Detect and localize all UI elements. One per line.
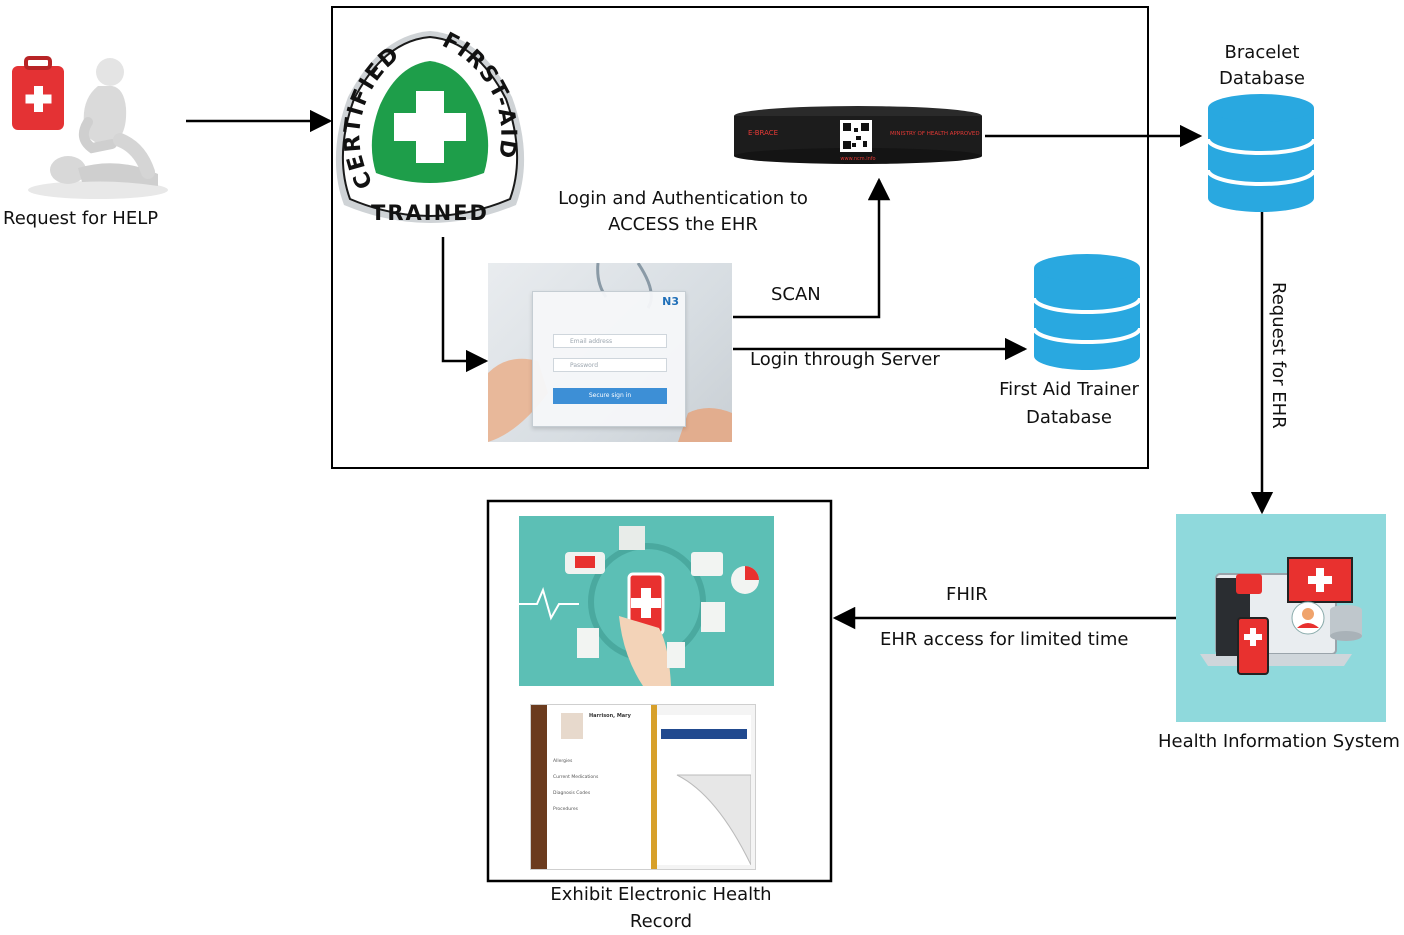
label-login-server: Login through Server — [750, 349, 940, 370]
label-trainer-db-line1: First Aid Trainer — [999, 379, 1139, 400]
record-header-bar — [661, 729, 747, 739]
trainer-database-icon — [1032, 254, 1142, 370]
email-field[interactable]: Email address — [553, 334, 667, 348]
arrow-badge-to-login — [441, 237, 489, 373]
ehr-tablet-screenshot: Harrison, Mary Allergies Current Medicat… — [530, 704, 756, 870]
label-trainer-db-line2: Database — [1026, 407, 1112, 428]
label-his: Health Information System — [1158, 731, 1400, 752]
his-illustration — [1176, 514, 1386, 722]
label-request-ehr: Request for EHR — [1268, 282, 1289, 429]
login-panel: N3 Email address Password Secure sign in — [532, 291, 686, 427]
bracelet-url-text: www.ncm.info — [840, 156, 875, 162]
label-fhir: FHIR — [946, 584, 988, 605]
system-frame — [331, 6, 1149, 469]
secure-sign-in-button[interactable]: Secure sign in — [553, 388, 667, 404]
label-login-auth: Login and Authentication to ACCESS the E… — [555, 186, 811, 238]
bracelet-approval-text: MINISTRY OF HEALTH APPROVED — [890, 131, 980, 137]
section-procedures: Procedures — [553, 807, 578, 812]
ehr-display-frame — [486, 499, 833, 883]
label-login-auth-line1: Login and Authentication to — [558, 188, 808, 209]
first-aid-responder-illustration — [12, 56, 168, 199]
label-bracelet-db-line2: Database — [1219, 68, 1305, 89]
label-scan: SCAN — [771, 284, 821, 305]
label-exhibit-ehr: Exhibit Electronic Health Record — [520, 881, 802, 935]
label-bracelet-db: Bracelet Database — [1200, 40, 1324, 92]
mobile-health-illustration — [519, 516, 774, 686]
bracelet-database-icon — [1206, 94, 1316, 212]
label-ehr-access: EHR access for limited time — [880, 629, 1129, 650]
hands-illustration — [488, 263, 732, 442]
label-bracelet-db-line1: Bracelet — [1224, 42, 1300, 63]
section-diagnosis: Diagnosis Codes — [553, 791, 591, 796]
arrow-scan-to-bracelet — [733, 177, 891, 319]
badge-trained-text: TRAINED — [371, 201, 489, 225]
section-medications: Current Medications — [553, 775, 599, 780]
patient-photo — [561, 713, 583, 739]
patient-name: Harrison, Mary — [589, 713, 631, 719]
label-login-auth-line2: ACCESS the EHR — [608, 214, 758, 235]
login-screen-photo: N3 Email address Password Secure sign in — [488, 263, 732, 442]
label-exhibit-line1: Exhibit Electronic Health — [550, 884, 772, 905]
section-allergies: Allergies — [553, 759, 573, 764]
password-field[interactable]: Password — [553, 358, 667, 372]
n3-logo: N3 — [662, 295, 679, 308]
e-brace-bracelet: E-BRACE MINISTRY OF HEALTH APPROVED www.… — [734, 106, 982, 164]
patient-summary-panel: Harrison, Mary Allergies Current Medicat… — [547, 705, 651, 869]
record-detail-panel — [657, 715, 751, 865]
label-trainer-db: First Aid Trainer Database — [994, 376, 1144, 432]
label-request-help: Request for HELP — [3, 208, 159, 229]
page-curl — [676, 774, 751, 865]
tablet-sidebar — [531, 705, 547, 869]
label-exhibit-line2: Record — [629, 911, 693, 932]
tablet-divider — [651, 705, 657, 869]
certified-first-aid-badge: CERTIFIED FIRST-AID TRAINED — [335, 28, 525, 225]
bracelet-brand-text: E-BRACE — [748, 129, 778, 137]
